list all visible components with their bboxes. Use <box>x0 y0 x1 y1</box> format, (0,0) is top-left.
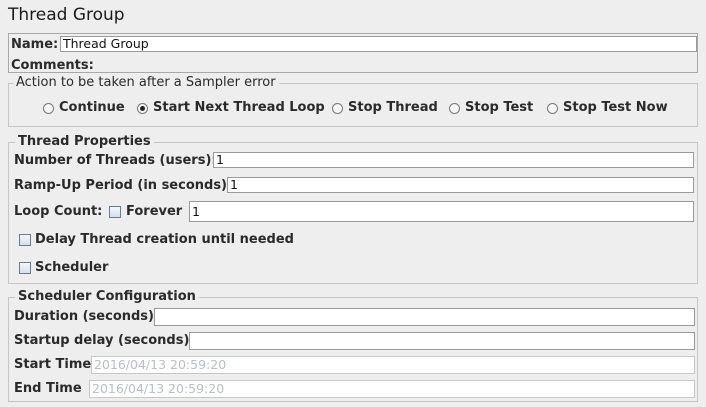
stop-test-now-label[interactable]: Stop Test Now <box>563 100 668 115</box>
duration-input[interactable] <box>154 308 695 326</box>
stop-test-radio[interactable] <box>449 103 460 114</box>
scheduler-label[interactable]: Scheduler <box>35 260 109 275</box>
loop-count-input[interactable]: 1 <box>189 201 694 222</box>
stop-thread-radio[interactable] <box>332 103 343 114</box>
sampler-error-group: Action to be taken after a Sampler error… <box>8 75 698 127</box>
startup-delay-input[interactable] <box>189 332 695 350</box>
num-threads-input[interactable]: 1 <box>213 152 694 168</box>
stop-thread-label[interactable]: Stop Thread <box>348 100 438 115</box>
comments-label: Comments: <box>11 58 94 73</box>
scheduler-config-group: Scheduler Configuration Duration (second… <box>8 289 698 402</box>
name-comments-panel: Name: Thread Group Comments: <box>8 33 698 73</box>
forever-checkbox[interactable] <box>109 206 121 218</box>
continue-label[interactable]: Continue <box>59 100 125 115</box>
delay-thread-checkbox[interactable] <box>19 234 31 246</box>
delay-thread-label[interactable]: Delay Thread creation until needed <box>35 232 294 247</box>
thread-properties-legend: Thread Properties <box>15 134 154 149</box>
start-next-thread-loop-label[interactable]: Start Next Thread Loop <box>153 100 325 115</box>
loop-count-label: Loop Count: <box>14 204 103 219</box>
comments-input[interactable] <box>87 56 697 72</box>
scheduler-checkbox[interactable] <box>19 262 31 274</box>
scheduler-config-legend: Scheduler Configuration <box>15 289 199 304</box>
num-threads-label: Number of Threads (users): <box>14 153 217 168</box>
start-next-thread-loop-radio[interactable] <box>137 103 148 114</box>
start-time-input[interactable]: 2016/04/13 20:59:20 <box>91 356 695 374</box>
thread-properties-group: Thread Properties Number of Threads (use… <box>8 134 698 284</box>
end-time-input[interactable]: 2016/04/13 20:59:20 <box>89 380 695 398</box>
end-time-label: End Time <box>14 381 82 396</box>
name-label: Name: <box>11 37 59 52</box>
duration-label: Duration (seconds) <box>14 309 154 324</box>
forever-label[interactable]: Forever <box>126 204 183 219</box>
stop-test-label[interactable]: Stop Test <box>465 100 534 115</box>
rampup-label: Ramp-Up Period (in seconds): <box>14 178 233 193</box>
continue-radio[interactable] <box>43 103 54 114</box>
page-title: Thread Group <box>8 5 125 25</box>
start-time-label: Start Time <box>14 357 92 372</box>
stop-test-now-radio[interactable] <box>547 103 558 114</box>
sampler-error-legend: Action to be taken after a Sampler error <box>13 75 279 90</box>
rampup-input[interactable]: 1 <box>227 177 694 193</box>
startup-delay-label: Startup delay (seconds) <box>14 333 190 348</box>
name-input[interactable]: Thread Group <box>60 36 697 52</box>
